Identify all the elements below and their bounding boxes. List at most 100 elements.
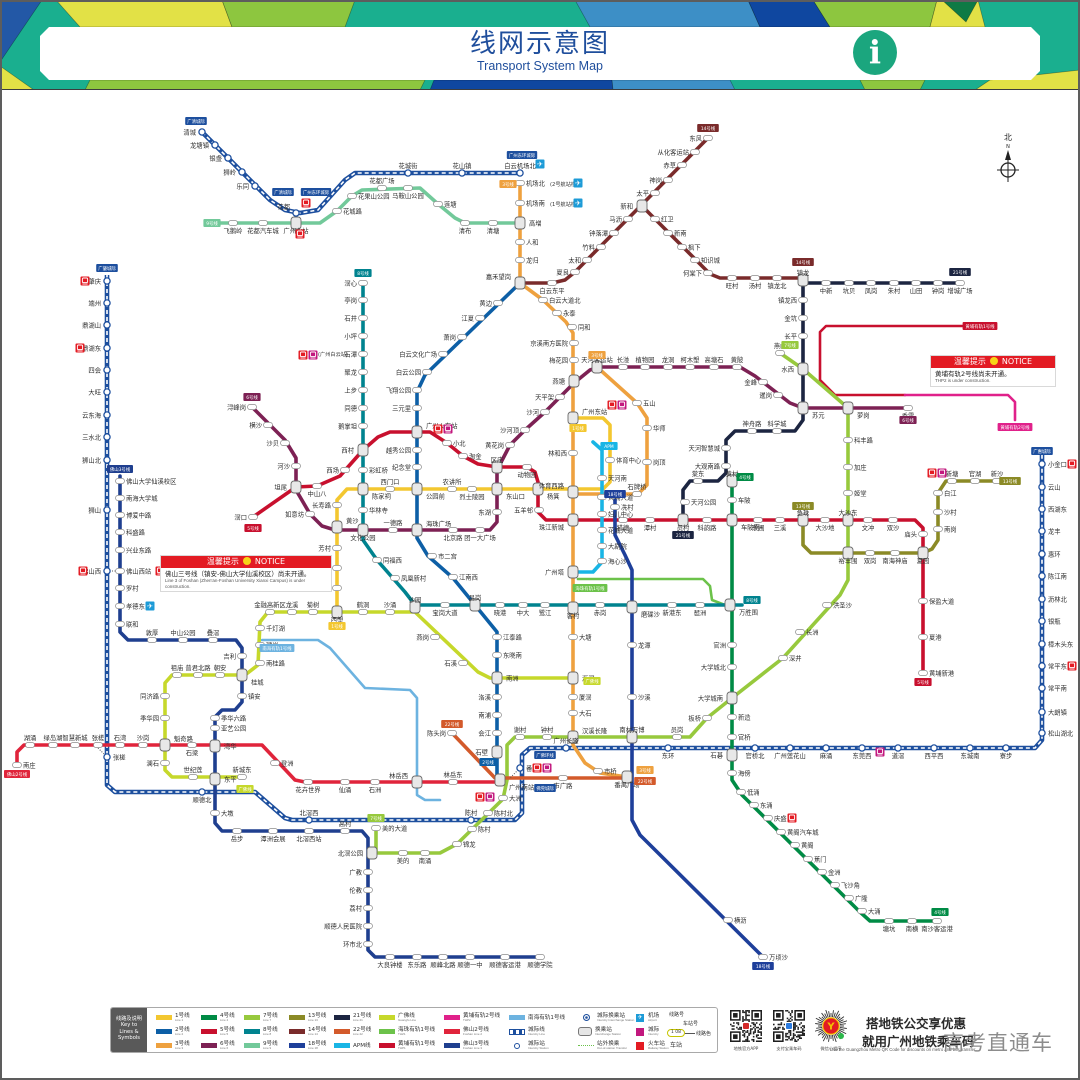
slogan-english: Use the Guangzhou Metro QR Code for disc… — [830, 1047, 976, 1052]
station-marker — [287, 609, 297, 615]
line-badge: 广州东环城际 — [300, 188, 332, 196]
station: 晓港 — [494, 602, 507, 617]
station-label: 广州莲花山 — [774, 751, 805, 760]
station-label: 花城街 — [399, 161, 419, 170]
station-code-key: 线路号 车站号 1 08 线路色 车站 — [667, 1008, 717, 1052]
station-marker — [569, 357, 579, 363]
station-marker — [596, 244, 606, 250]
line-badge-bg — [583, 677, 601, 685]
station-label: 萧岗 — [443, 333, 456, 342]
interchange-station-marker — [290, 216, 302, 230]
station-label: 五羊邨 — [514, 506, 534, 515]
station-label: 乐同 — [236, 182, 249, 191]
intercity-station-marker — [292, 209, 300, 217]
station-label: 赤岗 — [594, 609, 607, 617]
legend-label-en: Line 13 — [308, 1018, 318, 1022]
station-label: 横沙 — [249, 421, 262, 430]
interchange-station-marker — [797, 273, 809, 287]
metro-logo-icon — [822, 1017, 840, 1035]
line-badge-bg — [107, 465, 133, 473]
line-color-swatch — [244, 1029, 260, 1034]
interchange-station-marker — [491, 671, 503, 685]
station-marker — [492, 712, 502, 718]
station: 南海大学城 — [115, 494, 158, 503]
station-label: 同和 — [578, 323, 591, 332]
intercity-station-marker — [103, 299, 111, 307]
station: 普君北路 — [185, 663, 211, 678]
station-label: 客村 — [567, 611, 580, 620]
station-label: 枫下 — [688, 243, 701, 252]
line-badge-bg — [272, 188, 294, 196]
station: 黄埔新港 — [918, 669, 955, 678]
station: 千灯湖 — [255, 624, 285, 633]
notice-body: 佛山三号线（镇安-佛山大学仙溪校区）尚未开通。Line 3 of Foshan … — [161, 568, 331, 591]
station-label: 石牌桥 — [628, 482, 648, 491]
station: 厦滘 — [568, 693, 592, 702]
legend-label-en: Line 9 — [263, 1046, 272, 1050]
station-marker — [160, 760, 170, 766]
station: 黄花岗 — [485, 441, 515, 450]
station: 敦厚 — [146, 628, 159, 643]
station-label: 杨箕 — [547, 492, 560, 501]
station-marker — [650, 190, 660, 196]
legend-label-en: Line 4 — [220, 1018, 229, 1022]
station-marker — [672, 734, 682, 740]
station-label: 珠江新城 — [539, 523, 565, 532]
station-label: 钟落潭 — [589, 229, 608, 238]
station: 亚艺公园 — [210, 725, 246, 733]
interchange-station-marker — [209, 772, 221, 786]
station-label: 广州长隆 — [553, 736, 579, 745]
station: 林和西 — [548, 449, 578, 458]
station-label: 石碁 — [710, 751, 723, 760]
station-label: 大墩 — [221, 809, 234, 818]
station: 莲塘 — [433, 200, 457, 209]
station-marker — [723, 917, 733, 923]
station-label: 龙洞 — [662, 355, 675, 364]
station: 北滘公园 — [338, 846, 378, 860]
station-label: 吉利 — [223, 652, 236, 661]
legend-label: APM线 — [353, 1042, 371, 1049]
station-marker — [955, 280, 965, 286]
smiley-icon — [989, 357, 998, 365]
station: 龙潭 — [627, 641, 651, 650]
station: 文冲 — [862, 517, 874, 532]
intercity-station-marker — [103, 433, 111, 441]
line-badge: 黄埔有轨2号线 — [997, 423, 1033, 431]
station-label: 东山口 — [506, 492, 525, 501]
line-badge-bg — [792, 502, 814, 510]
station-label: 花都汽车城 — [247, 226, 279, 235]
station-label: 番禺 — [526, 765, 539, 773]
station-marker — [448, 779, 458, 785]
station: 澜石 — [146, 759, 170, 768]
station: 联和 — [115, 620, 139, 629]
station-label: 东湖 — [478, 508, 491, 517]
route-line-18 — [613, 498, 765, 959]
station-marker — [70, 742, 80, 748]
station-marker — [843, 437, 853, 443]
station-marker — [750, 275, 760, 281]
station: 仙涌 — [339, 779, 351, 794]
interchange-station-marker — [532, 482, 544, 496]
station: 体育西路 — [539, 481, 579, 499]
station-label: 文化公园 — [350, 533, 375, 542]
station-marker — [911, 280, 921, 286]
station: 陈村 — [465, 808, 478, 824]
line-badge-bg — [781, 341, 799, 349]
station-label: 东圃 — [752, 523, 765, 532]
station-marker — [918, 598, 928, 604]
station-label: 大沙地 — [816, 523, 836, 532]
station-label: 季华园 — [140, 714, 159, 723]
line-color-swatch — [201, 1029, 217, 1034]
station-label: 体育西路 — [539, 481, 565, 490]
station-label: 天河公园 — [691, 499, 716, 507]
route-apm — [576, 440, 604, 574]
line-badge-bg — [534, 751, 556, 759]
station-marker — [820, 517, 830, 523]
station-label: 沙贝 — [266, 440, 279, 448]
station: 中新 — [820, 280, 833, 295]
line-badge: 海珠有轨1号线 — [572, 584, 608, 592]
station-label: 沥林北 — [1048, 595, 1068, 604]
